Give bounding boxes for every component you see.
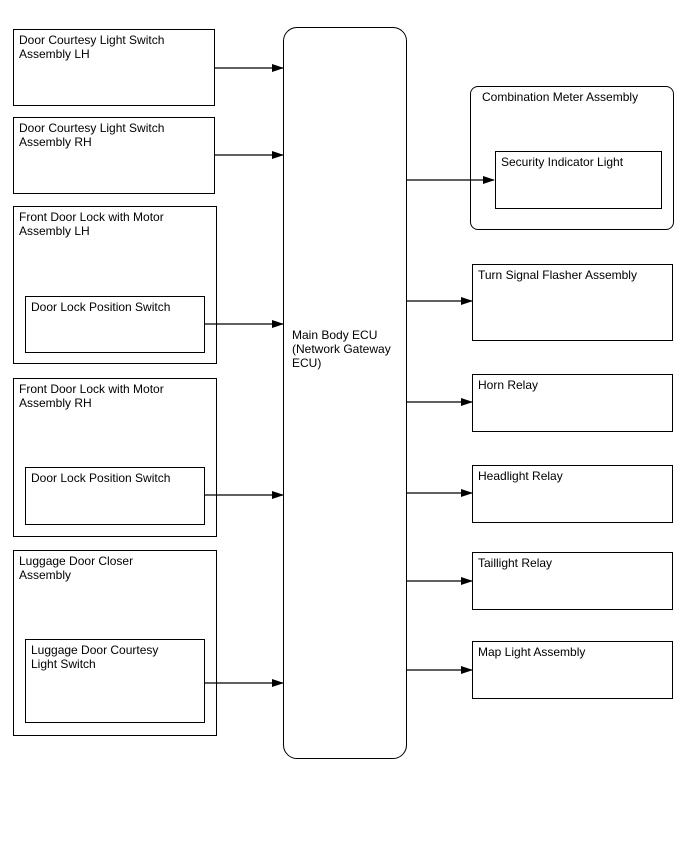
luggage-door-courtesy-switch-box: Luggage Door Courtesy Light Switch (25, 639, 205, 723)
front-door-lock-lh-box: Front Door Lock with Motor Assembly LH D… (13, 206, 217, 364)
taillight-relay-label: Taillight Relay (478, 556, 553, 570)
door-courtesy-lh-box: Door Courtesy Light Switch Assembly LH (13, 29, 215, 106)
headlight-relay-box: Headlight Relay (472, 465, 673, 523)
door-lock-position-switch-lh-label: Door Lock Position Switch (31, 300, 171, 314)
luggage-door-closer-label: Luggage Door Closer Assembly (19, 554, 134, 582)
door-courtesy-rh-box: Door Courtesy Light Switch Assembly RH (13, 117, 215, 194)
door-lock-position-switch-rh-box: Door Lock Position Switch (25, 467, 205, 525)
taillight-relay-box: Taillight Relay (472, 552, 673, 610)
front-door-lock-rh-label: Front Door Lock with Motor Assembly RH (19, 382, 164, 410)
door-lock-position-switch-lh-box: Door Lock Position Switch (25, 296, 205, 353)
combination-meter-box: Combination Meter Assembly Security Indi… (470, 86, 674, 230)
door-courtesy-rh-label: Door Courtesy Light Switch Assembly RH (19, 121, 165, 149)
map-light-label: Map Light Assembly (478, 645, 586, 659)
combination-meter-label: Combination Meter Assembly (482, 90, 639, 104)
turn-signal-flasher-label: Turn Signal Flasher Assembly (478, 268, 637, 282)
luggage-door-closer-box: Luggage Door Closer Assembly Luggage Doo… (13, 550, 217, 736)
horn-relay-box: Horn Relay (472, 374, 673, 432)
front-door-lock-lh-label: Front Door Lock with Motor Assembly LH (19, 210, 164, 238)
door-lock-position-switch-rh-label: Door Lock Position Switch (31, 471, 171, 485)
door-courtesy-lh-label: Door Courtesy Light Switch Assembly LH (19, 33, 165, 61)
security-indicator-label: Security Indicator Light (501, 155, 624, 169)
main-body-ecu-box: Main Body ECU (Network Gateway ECU) (283, 27, 407, 759)
front-door-lock-rh-box: Front Door Lock with Motor Assembly RH D… (13, 378, 217, 537)
headlight-relay-label: Headlight Relay (478, 469, 563, 483)
horn-relay-label: Horn Relay (478, 378, 539, 392)
luggage-door-courtesy-switch-label: Luggage Door Courtesy Light Switch (31, 643, 159, 671)
main-body-ecu-label: Main Body ECU (Network Gateway ECU) (292, 328, 391, 370)
security-indicator-box: Security Indicator Light (495, 151, 662, 209)
